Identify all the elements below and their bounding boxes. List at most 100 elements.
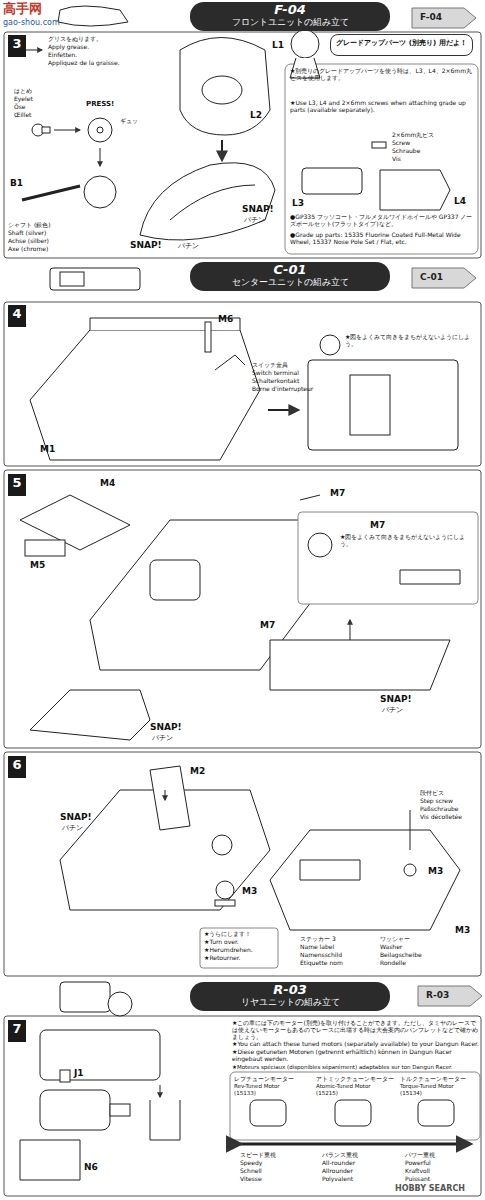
note-text: スイッチ金具 bbox=[252, 362, 288, 369]
step-screw bbox=[410, 810, 411, 850]
node-title: 5 bbox=[12, 474, 22, 492]
part-label: SNAP! bbox=[130, 240, 162, 250]
note-text: トルクチューンモーター bbox=[400, 1076, 466, 1082]
node-subtitle: フロントユニットの組み立て bbox=[200, 17, 380, 28]
motor-panel bbox=[230, 1072, 480, 1140]
note-text: パチン bbox=[62, 824, 83, 832]
step-panel bbox=[4, 470, 481, 748]
section-header: C-01センターユニットの組み立て bbox=[190, 262, 390, 291]
bumper-L1 bbox=[180, 38, 270, 136]
note-text: Beilagscheibe bbox=[380, 952, 422, 959]
rear-unit-icon bbox=[60, 982, 110, 1012]
note-text: ★別売りのグレードアップパーツを使う時は、L3、L4、2×6mm丸ビスを使用しま… bbox=[290, 68, 475, 82]
part-label: M4 bbox=[100, 478, 115, 488]
drawing-part bbox=[20, 6, 480, 1180]
note-text: Achse (silber) bbox=[8, 238, 49, 245]
motor-housing bbox=[150, 560, 200, 600]
center-unit-icon bbox=[50, 268, 140, 290]
note-text: Torque-Tuned Motor bbox=[400, 1083, 454, 1089]
chassis-M1 bbox=[30, 330, 260, 460]
rear-unit-icon bbox=[108, 992, 132, 1016]
motor-atomic bbox=[335, 1100, 371, 1126]
part-label: SNAP! bbox=[60, 812, 92, 822]
section-header: F-04フロントユニットの組み立て bbox=[190, 2, 390, 31]
part-M6 bbox=[205, 322, 211, 352]
note-text: (15133) bbox=[234, 1090, 256, 1096]
note-text: Borne d'interrupteur bbox=[252, 386, 313, 393]
motor bbox=[40, 1090, 110, 1130]
wheel-ball bbox=[97, 127, 103, 133]
part-J1 bbox=[60, 1070, 70, 1082]
part-label: M3 bbox=[242, 886, 257, 896]
section-badge bbox=[418, 986, 482, 1006]
note-text: Puissant bbox=[405, 1176, 430, 1183]
note-text: All-rounder bbox=[322, 1160, 355, 1167]
note-text: Schalterkontakt bbox=[252, 378, 299, 385]
part-label: M2 bbox=[190, 766, 205, 776]
part-label: L4 bbox=[454, 196, 466, 206]
chassis-detail bbox=[308, 360, 458, 450]
motor-torque bbox=[418, 1100, 454, 1126]
note-text: ★Use L3, L4 and 2×6mm screws when attach… bbox=[290, 100, 475, 114]
note-text: Atomic-Tuned Motor bbox=[316, 1083, 371, 1089]
part-label: SNAP! bbox=[380, 694, 412, 704]
note-text: シャフト (銀色) bbox=[8, 222, 51, 229]
part-L3 bbox=[302, 168, 362, 194]
note-text: Axe (chrome) bbox=[8, 246, 48, 253]
part-L4 bbox=[380, 170, 450, 210]
grade-up-panel bbox=[285, 64, 478, 254]
part-label: M6 bbox=[218, 314, 233, 324]
part-M2 bbox=[150, 766, 190, 830]
note-text: Rondelle bbox=[380, 960, 406, 967]
part-label: L1 bbox=[272, 40, 284, 50]
note-text: パチン bbox=[178, 242, 199, 250]
motor-end bbox=[150, 1100, 180, 1140]
step-number: 4 bbox=[8, 305, 26, 327]
washer bbox=[404, 864, 416, 876]
character-head bbox=[291, 30, 319, 58]
wheel-ball bbox=[88, 118, 112, 142]
note-text: ★うらにします！ bbox=[204, 931, 251, 938]
part-M5 bbox=[25, 540, 65, 556]
inset-box bbox=[200, 928, 278, 968]
part-M7 bbox=[400, 570, 460, 584]
bumper-L2 bbox=[202, 76, 242, 104]
note-text: (15134) bbox=[400, 1090, 422, 1096]
note-text: Schraube bbox=[392, 148, 420, 155]
section-badge bbox=[412, 8, 476, 28]
note-text: はとめ bbox=[14, 88, 32, 95]
node-title: F-04 bbox=[200, 3, 380, 17]
note-text: ★Diese getuneten Motoren (getrennt erhäl… bbox=[232, 1049, 480, 1063]
note-text: Appliquez de la graisse. bbox=[48, 60, 120, 67]
step-panel bbox=[4, 752, 481, 976]
section-badge bbox=[412, 268, 476, 288]
note-text: Shaft (silver) bbox=[8, 230, 46, 237]
arrow bbox=[350, 620, 351, 640]
part-N6 bbox=[20, 1140, 80, 1180]
note-text: Einfetten. bbox=[48, 52, 77, 59]
note-text: ★図をよくみて向きをまちがえないようにしよう。 bbox=[345, 334, 475, 348]
section-header: R-03リヤユニットの組み立て bbox=[190, 982, 390, 1011]
node-title: R-03 bbox=[200, 983, 380, 997]
note-text: Öse bbox=[14, 104, 26, 111]
part-label: M7 bbox=[330, 488, 345, 498]
note-text: Step screw bbox=[420, 798, 453, 805]
note-text: ★Retourner. bbox=[204, 955, 240, 962]
scale-arrow bbox=[240, 1143, 470, 1146]
note-text: アトミックチューンモーター bbox=[316, 1076, 394, 1082]
arrow bbox=[54, 130, 80, 131]
part-label: M3 bbox=[455, 925, 470, 935]
note-text: (15215) bbox=[316, 1090, 338, 1096]
node-title: 4 bbox=[12, 305, 22, 323]
inset-box bbox=[298, 512, 478, 604]
part-label: L3 bbox=[292, 198, 304, 208]
step-number: 3 bbox=[8, 35, 26, 57]
note-text: Washer bbox=[380, 944, 402, 951]
note-text: レブチューンモーター bbox=[234, 1076, 294, 1082]
wheel-ball bbox=[84, 176, 116, 208]
step-panel bbox=[4, 32, 481, 258]
note-text: Switch terminal bbox=[252, 370, 299, 377]
arrow bbox=[160, 1085, 161, 1097]
part-label: M5 bbox=[30, 560, 45, 570]
note-text: 2×6mm丸ビス bbox=[392, 132, 434, 139]
